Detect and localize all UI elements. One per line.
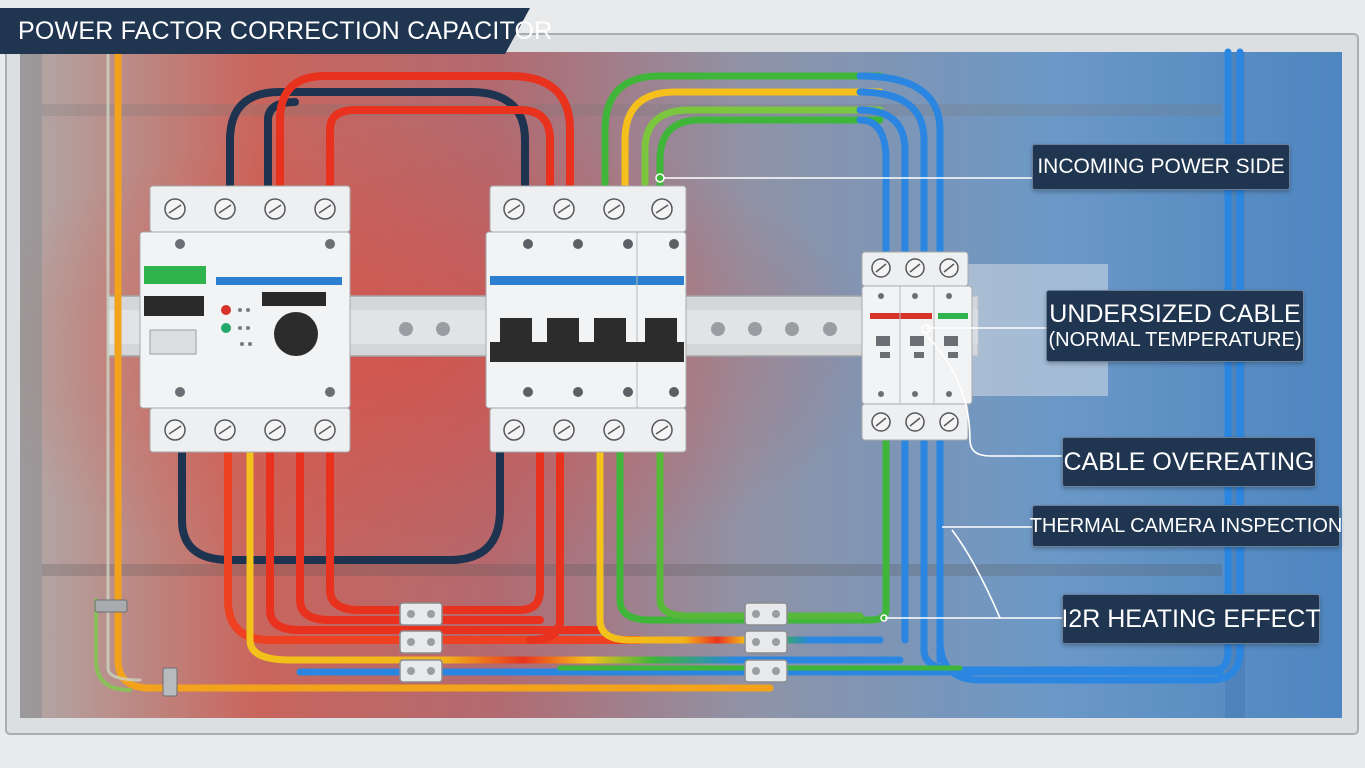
label-undersized-line1: UNDERSIZED CABLE xyxy=(1049,300,1301,328)
cable-clamps xyxy=(399,602,788,683)
page-title: POWER FACTOR CORRECTION CAPACITOR xyxy=(18,17,553,45)
wire-cold-outer xyxy=(856,48,1244,684)
label-cable-overheating: CABLE OVEREATING xyxy=(1062,437,1316,487)
pfc-controller-device xyxy=(139,185,351,453)
wire-bundle-mixed xyxy=(246,446,904,664)
capacitor-contactor-device xyxy=(861,251,973,441)
label-thermal-text: THERMAL CAMERA INSPECTION xyxy=(1029,514,1343,537)
wire-neutral-bottom xyxy=(178,446,504,564)
label-undersized-line2: (NORMAL TEMPERATURE) xyxy=(1048,329,1302,351)
wire-cool-top xyxy=(601,72,884,194)
wire-hot-bottom-1 xyxy=(266,446,604,634)
label-i2r-text: I2R HEATING EFFECT xyxy=(1061,604,1321,633)
label-i2r-heating: I2R HEATING EFFECT xyxy=(1061,594,1321,644)
wire-neutral-top xyxy=(226,88,529,194)
title-banner: POWER FACTOR CORRECTION CAPACITOR xyxy=(0,8,552,54)
callout-leaders xyxy=(664,177,1062,619)
label-thermal-camera: THERMAL CAMERA INSPECTION xyxy=(1029,505,1343,547)
main-breaker-device xyxy=(485,185,687,453)
label-undersized-cable: UNDERSIZED CABLE (NORMAL TEMPERATURE) xyxy=(1046,290,1304,362)
wire-hot-top-1 xyxy=(276,72,574,194)
label-incoming-power: INCOMING POWER SIDE xyxy=(1032,144,1290,190)
wire-ground-yellow xyxy=(114,50,774,692)
label-overheating-text: CABLE OVEREATING xyxy=(1063,447,1315,476)
label-incoming-text: INCOMING POWER SIDE xyxy=(1037,155,1285,178)
